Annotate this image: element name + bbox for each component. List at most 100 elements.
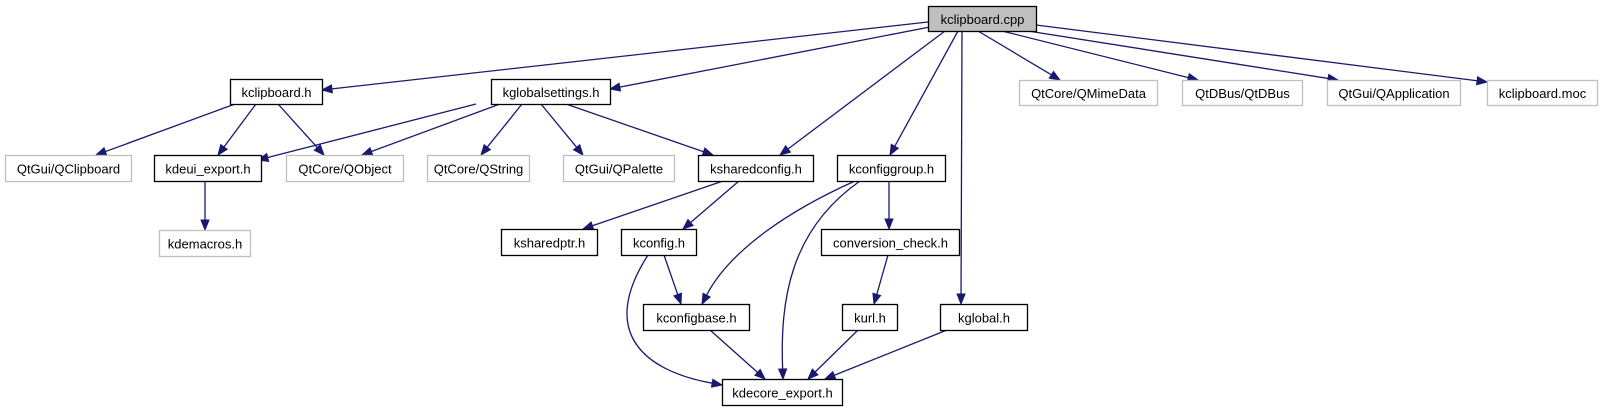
node-kdeui-export-h-box[interactable] xyxy=(153,154,263,183)
edge-kconfigbase-h-to-kdecore-export-h-arrowhead xyxy=(754,368,767,380)
node-kdeui-export-h-label: kdeui_export.h xyxy=(165,162,250,177)
node-qpalette: QtGui/QPalette xyxy=(562,154,676,183)
edge-root-to-ksharedconfig-h-arrowhead xyxy=(778,144,792,156)
node-kdeui-export-h[interactable]: kdeui_export.h xyxy=(153,154,263,183)
node-kglobal-h-label: kglobal.h xyxy=(958,311,1010,326)
node-kconfig-h-box[interactable] xyxy=(620,228,698,257)
node-qapplication: QtGui/QApplication xyxy=(1326,79,1462,107)
edge-kglobalsettings-h-to-qpalette xyxy=(540,103,584,157)
edge-ksharedconfig-h-to-ksharedptr-h-line xyxy=(592,180,724,227)
node-root[interactable]: kclipboard.cpp xyxy=(927,5,1038,33)
edge-kconfiggroup-h-to-kdecore-export-h-arrowhead xyxy=(777,368,788,381)
node-kconfigbase-h-box[interactable] xyxy=(642,303,751,332)
edge-root-to-qmimedata-arrowhead xyxy=(1048,70,1062,81)
node-kconfig-h[interactable]: kconfig.h xyxy=(620,228,698,257)
edge-kglobalsettings-h-to-qstring-line xyxy=(486,103,523,148)
node-conversion-check-h-label: conversion_check.h xyxy=(833,236,948,251)
node-kclipboard-h[interactable]: kclipboard.h xyxy=(229,78,324,106)
node-kurl-h-box[interactable] xyxy=(841,303,899,332)
node-ksharedptr-h-label: ksharedptr.h xyxy=(514,236,586,251)
edge-kconfiggroup-h-to-kconfigbase-h-arrowhead xyxy=(701,292,712,306)
node-kclipboard-moc-label: kclipboard.moc xyxy=(1499,86,1587,101)
edge-kglobalsettings-h-to-ksharedconfig-h xyxy=(565,103,715,157)
node-ksharedconfig-h-box[interactable] xyxy=(697,154,815,183)
edge-kglobalsettings-h-to-qpalette-arrowhead xyxy=(572,143,584,157)
edge-root-to-kglobal-h-arrowhead xyxy=(956,293,966,306)
edge-kconfig-h-to-kdecore-export-h-line xyxy=(626,254,713,384)
node-kglobal-h-box[interactable] xyxy=(939,303,1029,332)
edge-root-to-qapplication-line xyxy=(1027,30,1329,80)
edge-kconfiggroup-h-to-conversion-check-h xyxy=(884,181,894,231)
node-conversion-check-h[interactable]: conversion_check.h xyxy=(820,228,961,257)
edge-kconfig-h-to-kconfigbase-h-arrowhead xyxy=(673,292,683,306)
edges-layer xyxy=(94,21,1489,388)
node-qstring-label: QtCore/QString xyxy=(434,162,524,177)
edge-root-to-qmimedata-line xyxy=(977,30,1052,76)
edge-kglobalsettings-h-to-qobject-line xyxy=(371,103,501,153)
edge-conversion-check-h-to-kurl-h-arrowhead xyxy=(872,292,882,306)
edge-kglobalsettings-h-to-qobject-arrowhead xyxy=(360,146,374,156)
edge-kclipboard-h-to-qclipboard xyxy=(94,103,236,156)
node-qobject-box xyxy=(285,154,405,183)
node-qmimedata-box xyxy=(1018,79,1159,107)
edge-kclipboard-h-to-qobject xyxy=(277,103,325,156)
edge-root-to-kclipboard-h xyxy=(320,21,929,94)
edge-root-to-kclipboard-moc-line xyxy=(1035,24,1478,82)
node-kclipboard-h-box[interactable] xyxy=(229,78,324,106)
node-kclipboard-h-label: kclipboard.h xyxy=(241,85,311,100)
node-qtdbus: QtDBus/QtDBus xyxy=(1181,79,1304,107)
edge-root-to-ksharedconfig-h-line xyxy=(787,30,946,150)
node-kdecore-export-h[interactable]: kdecore_export.h xyxy=(721,378,844,407)
node-kconfiggroup-h[interactable]: kconfiggroup.h xyxy=(836,154,947,183)
edge-kurl-h-to-kdecore-export-h-line xyxy=(814,329,859,373)
node-kdemacros-h: kdemacros.h xyxy=(158,229,252,258)
edge-root-to-kclipboard-h-line xyxy=(331,21,929,90)
edge-root-to-kconfiggroup-h-line xyxy=(894,30,959,147)
node-kglobalsettings-h[interactable]: kglobalsettings.h xyxy=(490,78,612,106)
node-ksharedptr-h[interactable]: ksharedptr.h xyxy=(500,228,599,257)
edge-kconfiggroup-h-to-kdecore-export-h-line xyxy=(781,180,861,370)
edge-root-to-kconfiggroup-h xyxy=(889,30,959,157)
edge-root-to-ksharedconfig-h xyxy=(778,30,946,156)
edge-ksharedconfig-h-to-kconfig-h xyxy=(681,180,740,230)
nodes-layer: kclipboard.cpp kclipboard.h kglobalsetting… xyxy=(4,5,1599,407)
edge-root-to-kglobal-h xyxy=(956,30,966,306)
edge-kglobal-h-to-kdecore-export-h-arrowhead xyxy=(823,370,837,380)
node-ksharedconfig-h[interactable]: ksharedconfig.h xyxy=(697,154,815,183)
edge-conversion-check-h-to-kurl-h xyxy=(872,254,889,306)
node-kconfiggroup-h-box[interactable] xyxy=(836,154,947,183)
edge-root-to-kclipboard-h-arrowhead xyxy=(320,84,333,94)
node-kconfigbase-h[interactable]: kconfigbase.h xyxy=(642,303,751,332)
edge-kclipboard-h-to-qobject-arrowhead xyxy=(313,144,325,156)
node-kdecore-export-h-label: kdecore_export.h xyxy=(732,386,832,401)
edge-root-to-kglobalsettings-h-arrowhead xyxy=(608,82,622,92)
edge-kconfigbase-h-to-kdecore-export-h xyxy=(709,329,767,380)
edge-root-to-kglobal-h-line xyxy=(960,30,963,295)
node-qapplication-box xyxy=(1326,79,1462,107)
node-kurl-h[interactable]: kurl.h xyxy=(841,303,899,332)
node-qstring: QtCore/QString xyxy=(426,154,531,183)
edge-root-to-kclipboard-moc xyxy=(1035,24,1489,86)
node-ksharedptr-h-box[interactable] xyxy=(500,228,599,257)
node-conversion-check-h-box[interactable] xyxy=(820,228,961,257)
node-qobject: QtCore/QObject xyxy=(285,154,405,183)
edge-kglobal-h-to-kdecore-export-h xyxy=(823,329,948,380)
node-kdecore-export-h-box[interactable] xyxy=(721,378,844,407)
edge-kclipboard-h-to-kdeui-export-h-line xyxy=(223,103,257,148)
node-kglobalsettings-h-label: kglobalsettings.h xyxy=(503,85,600,100)
edge-kglobal-h-to-kdecore-export-h-line xyxy=(834,329,948,376)
edge-ksharedconfig-h-to-ksharedptr-h xyxy=(581,180,724,231)
edge-kurl-h-to-kdecore-export-h-arrowhead xyxy=(807,368,819,380)
node-qtdbus-box xyxy=(1181,79,1304,107)
node-qclipboard: QtGui/QClipboard xyxy=(4,154,133,183)
edge-kclipboard-h-to-kdeui-export-h-arrowhead xyxy=(217,143,229,157)
edge-conversion-check-h-to-kurl-h-line xyxy=(876,254,889,295)
edge-kdeui-export-h-to-kdemacros-h xyxy=(200,181,210,232)
node-kglobal-h[interactable]: kglobal.h xyxy=(939,303,1029,332)
node-qstring-box xyxy=(426,154,531,183)
node-kglobalsettings-h-box[interactable] xyxy=(490,78,612,106)
node-kconfiggroup-h-label: kconfiggroup.h xyxy=(849,162,934,177)
node-kconfig-h-label: kconfig.h xyxy=(633,236,685,251)
edge-kglobalsettings-h-to-qpalette-line xyxy=(540,103,578,148)
node-root-box[interactable] xyxy=(927,5,1038,33)
